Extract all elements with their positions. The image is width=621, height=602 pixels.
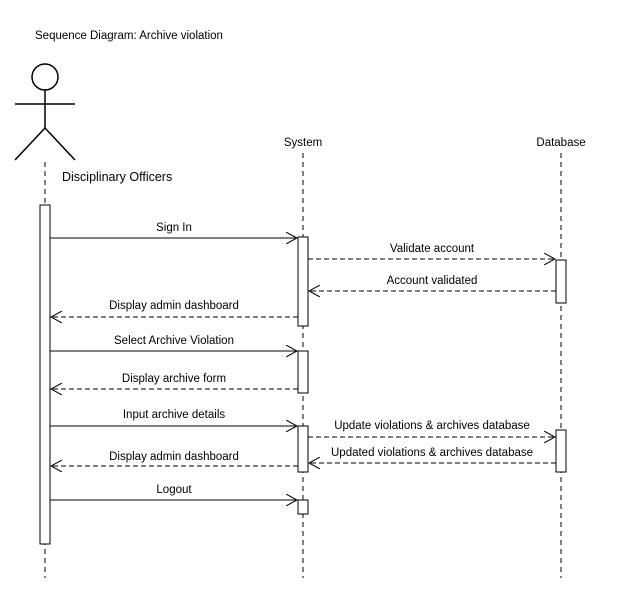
- system-activation-bar: [297, 236, 309, 327]
- system-activation-bar: [297, 425, 309, 473]
- message-label: Account validated: [386, 275, 478, 287]
- message-label: Display archive form: [121, 373, 227, 385]
- message-label: Input archive details: [122, 409, 226, 421]
- system-activation-bar: [297, 350, 309, 394]
- actor-stick-figure-icon: [14, 63, 76, 161]
- database-activation-bar: [555, 429, 567, 473]
- message-label: Sign In: [156, 222, 192, 234]
- message-label: Update violations & archives database: [334, 420, 530, 432]
- actor-label: Disciplinary Officers: [62, 170, 173, 184]
- database-participant-label: Database: [536, 137, 586, 149]
- diagram-title: Sequence Diagram: Archive violation: [35, 30, 223, 42]
- message-label: Display admin dashboard: [109, 451, 239, 463]
- database-activation-bar: [555, 259, 567, 304]
- message-label: Updated violations & archives database: [330, 447, 534, 459]
- actor-activation-bar: [39, 204, 51, 545]
- message-arrows: [50, 238, 556, 500]
- system-participant-label: System: [283, 137, 323, 149]
- message-label: Logout: [156, 484, 192, 496]
- message-label: Validate account: [389, 243, 475, 255]
- system-activation-bar: [297, 499, 309, 515]
- message-label: Select Archive Violation: [114, 335, 234, 347]
- message-label: Display admin dashboard: [109, 300, 239, 312]
